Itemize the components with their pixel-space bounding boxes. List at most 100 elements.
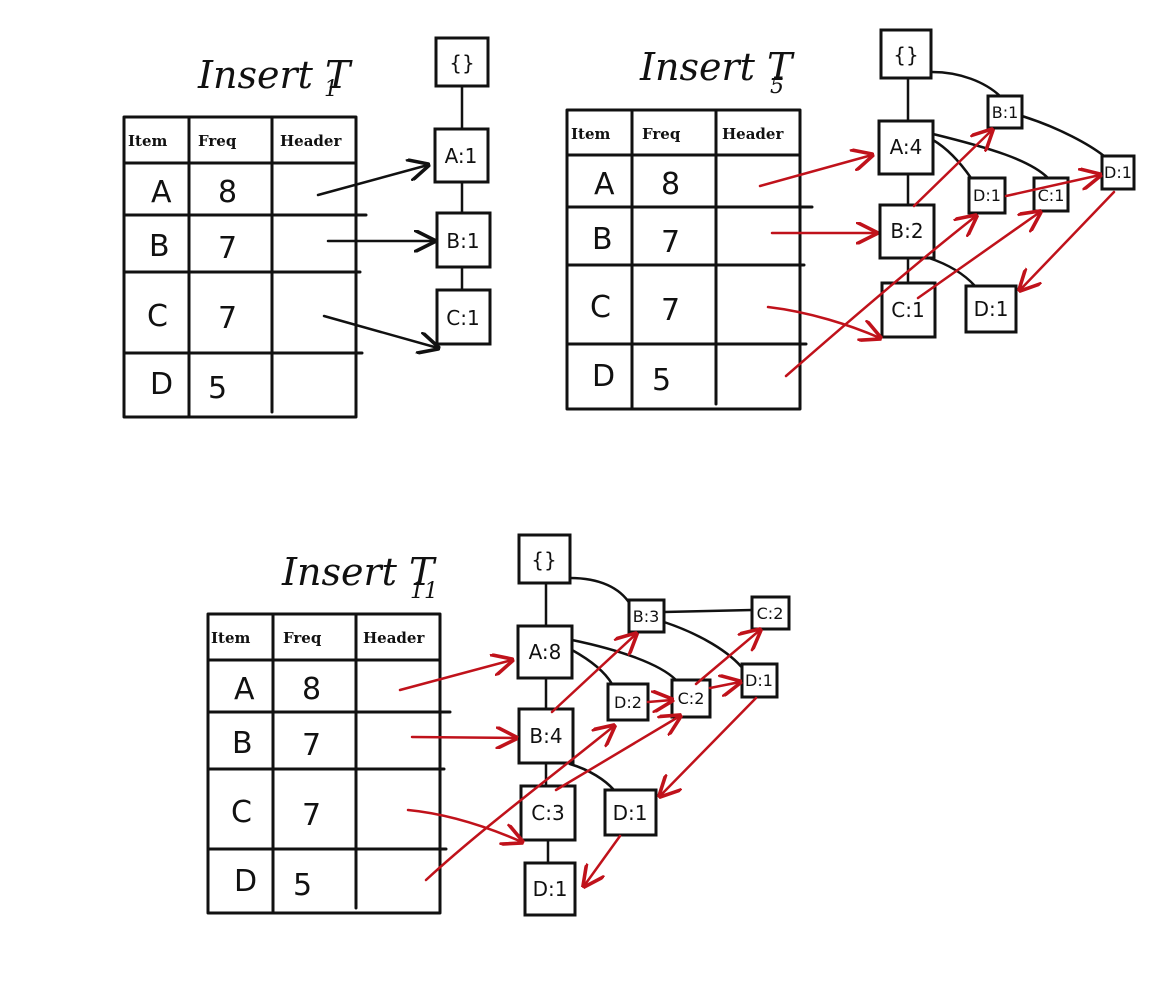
svg-text:A:1: A:1 [445,144,478,168]
header-link-arrow [322,314,438,348]
header-link-arrow [406,808,522,842]
tree-node-root: {} [434,36,490,88]
col-header-header: Header [363,629,425,647]
node-link-arrow [708,682,740,688]
tree-node-root: {} [879,28,933,80]
header-table: Item Freq Header A 8 B 7 C 7 D 5 [565,108,814,411]
svg-text:D:1: D:1 [745,671,773,690]
row-item: B [149,229,170,264]
tree-node: D:1 [964,284,1018,334]
svg-text:D:1: D:1 [613,801,648,825]
col-header-item: Item [128,132,167,150]
tree-node: D:1 [740,662,779,699]
panel-insert-t11: Insert T 11 Item Freq Header A 8 B 7 C 7… [206,533,791,917]
tree-node: D:1 [603,788,658,837]
tree-edge [930,70,1002,98]
node-link-arrow [694,630,760,686]
node-link-arrow [916,212,1040,300]
panel-title-subscript: 5 [770,74,784,99]
tree-edge [1020,114,1106,158]
svg-text:C:1: C:1 [1038,186,1065,205]
header-link-arrow [316,165,428,197]
tree-node-root: {} [517,533,572,585]
tree-node: D:1 [523,861,577,917]
tree-node: C:2 [750,595,791,631]
panel-insert-t1: Insert T 1 Item Freq Header A 8 B 7 C 7 … [122,36,492,419]
svg-text:{}: {} [531,548,556,572]
tree-edge [570,648,614,686]
tree-edge [931,132,1050,180]
svg-text:D:1: D:1 [1104,163,1132,182]
svg-text:D:2: D:2 [614,693,642,712]
tree-node: A:4 [877,119,935,176]
node-link-arrow [912,130,992,208]
tree-node: B:1 [986,94,1024,130]
col-header-freq: Freq [198,132,237,150]
svg-text:{}: {} [893,43,918,67]
svg-text:C:2: C:2 [678,689,705,708]
svg-text:C:1: C:1 [446,306,479,330]
svg-text:B:3: B:3 [633,607,660,626]
col-header-header: Header [722,125,784,143]
row-freq: 5 [652,363,671,398]
header-link-arrow [410,737,516,738]
row-freq: 7 [218,231,237,266]
row-item: D [592,359,615,394]
svg-text:D:1: D:1 [973,186,1001,205]
tree-node: C:1 [435,288,492,346]
panel-title: Insert T [639,45,795,89]
row-item: A [151,175,172,210]
tree-node: C:2 [670,678,712,719]
node-link-arrow [1004,175,1100,198]
header-link-arrow [398,660,512,692]
col-header-freq: Freq [283,629,322,647]
row-item: B [592,222,613,257]
tree-node: B:4 [517,707,575,765]
header-table: Item Freq Header A 8 B 7 C 7 D 5 [122,115,368,419]
svg-text:A:4: A:4 [890,135,923,159]
node-link-arrow [1020,190,1116,290]
row-freq: 5 [293,868,312,903]
node-link-arrow [584,834,622,886]
tree-edge [570,638,678,682]
row-freq: 7 [302,798,321,833]
header-table: Item Freq Header A 8 B 7 C 7 D 5 [206,612,452,915]
row-freq: 8 [302,672,321,707]
row-freq: 7 [218,301,237,336]
node-link-arrow [554,716,680,792]
tree-edge [662,620,746,672]
tree-node: A:8 [516,624,574,680]
node-link-arrow [550,634,636,714]
panel-title: Insert T [197,53,353,97]
panel-title: Insert T [281,550,437,594]
node-link-arrow [784,216,976,378]
tree-edge [568,762,616,792]
tree-node: D:1 [967,176,1007,215]
row-freq: 7 [661,293,680,328]
tree-edge [568,576,632,606]
row-freq: 8 [218,175,237,210]
row-freq: 7 [302,728,321,763]
row-freq: 5 [208,371,227,406]
row-freq: 7 [661,225,680,260]
svg-text:B:2: B:2 [890,219,923,243]
col-header-freq: Freq [642,125,681,143]
tree-node: A:1 [433,127,490,184]
col-header-item: Item [571,125,610,143]
svg-text:B:1: B:1 [446,229,479,253]
row-item: A [594,167,615,202]
tree-node: B:2 [878,203,936,260]
tree-node: C:3 [519,784,577,842]
svg-text:{}: {} [449,51,474,75]
col-header-item: Item [211,629,250,647]
svg-text:B:4: B:4 [529,724,562,748]
panel-title-subscript: 11 [410,579,438,604]
header-link-arrow [758,155,872,188]
tree-node: B:3 [627,598,666,634]
header-link-arrow [424,726,614,882]
svg-text:A:8: A:8 [529,640,562,664]
row-item: C [147,299,168,334]
row-item: D [234,864,257,899]
svg-text:D:1: D:1 [533,877,568,901]
